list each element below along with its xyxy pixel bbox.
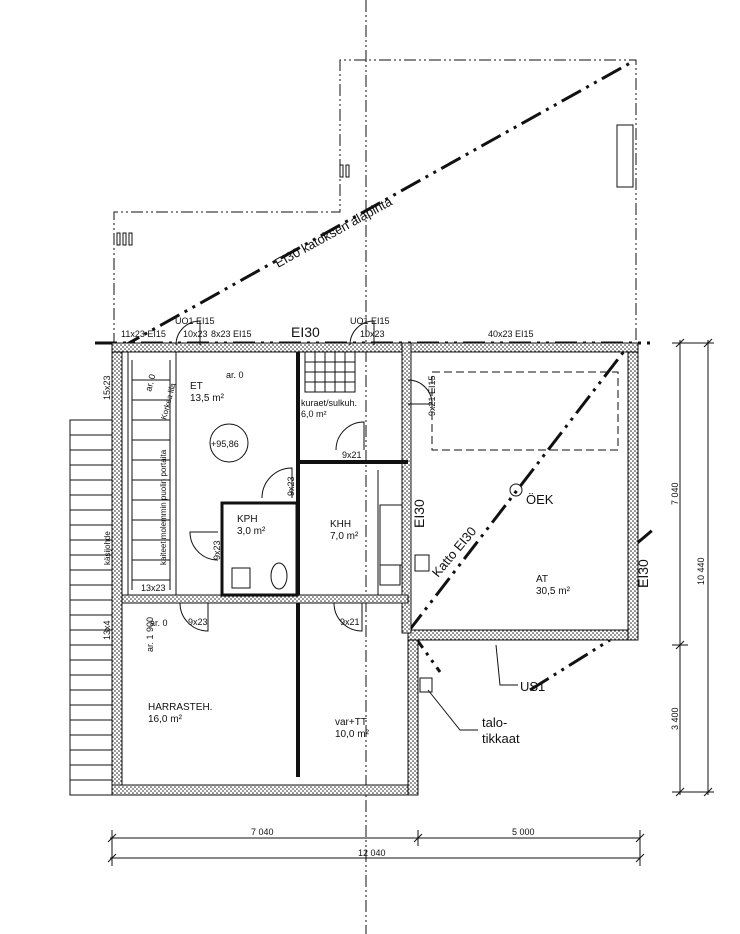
- ar0-label-a: ar. 0: [226, 370, 244, 380]
- fixtures: [209, 371, 619, 693]
- katos-label: EI30 katoksen alapinta: [272, 193, 395, 270]
- room-harr-name: HARRASTEH.: [148, 702, 212, 713]
- uo1-label-b: UO1 EI15: [350, 316, 390, 326]
- ei30-right-label: EI30: [635, 559, 651, 588]
- door-9x23-label-b: 9x23: [212, 540, 222, 560]
- window-13x23-label: 13x23: [141, 583, 166, 593]
- window-10x23-label: 10x23: [183, 329, 208, 339]
- door-9x23-label-c: 9x23: [188, 617, 208, 627]
- oek-label: ÖEK: [526, 492, 554, 507]
- room-khh-area: 7,0 m²: [330, 531, 359, 542]
- ei30-mid-label: EI30: [411, 499, 427, 528]
- door-9x21-label-b: 9x21: [340, 617, 360, 627]
- window-10x23b-label: 10x23: [360, 329, 385, 339]
- dimension-lines: [107, 338, 714, 866]
- ar1900-label: ar. 1 900: [145, 617, 155, 652]
- at-diagonal: [406, 349, 627, 633]
- carport-outline: [113, 59, 637, 345]
- room-et-name: ET: [190, 381, 203, 392]
- room-kph-name: KPH: [237, 514, 258, 525]
- roof-edge-line-2: [529, 638, 611, 692]
- uo1-label-a: UO1 EI15: [175, 316, 215, 326]
- stairs: [69, 360, 171, 796]
- room-harr-area: 16,0 m²: [148, 714, 183, 725]
- ar0-label-c: ar. 0: [150, 618, 168, 628]
- door-9x21-label-a: 9x21: [342, 450, 362, 460]
- door-9x23-label-a: 9x23: [286, 476, 296, 496]
- kasijohde-label: käsijohde: [103, 531, 112, 565]
- kaiteet-label: kaiteet molemmin puolin portaita: [159, 449, 168, 565]
- room-var-area: 10,0 m²: [335, 729, 370, 740]
- exterior-walls: [111, 342, 639, 796]
- dim-3400-v: 3 400: [670, 707, 680, 730]
- talo-label: talo-: [482, 715, 507, 730]
- dim-12040-h: 12 040: [358, 848, 386, 858]
- room-kur-name: kuraet/sulkuh.: [301, 398, 357, 408]
- window-15x23-label: 15x23: [102, 375, 112, 400]
- room-at-area: 30,5 m²: [536, 586, 571, 597]
- floor-drain-grid: [304, 351, 356, 393]
- elevation-label: +95,86: [211, 439, 239, 449]
- window-40x23-label: 40x23 EI15: [488, 329, 534, 339]
- tikkaat-label: tikkaat: [482, 731, 520, 746]
- katos-diagonal: [119, 60, 633, 350]
- room-at-name: AT: [536, 574, 548, 585]
- window-11x23-label: 11x23 EI15: [121, 329, 166, 339]
- tikkaat-leader: [427, 689, 478, 731]
- elevation-circle: [209, 423, 249, 463]
- room-var-name: var+TT: [335, 717, 367, 728]
- room-khh-name: KHH: [330, 519, 351, 530]
- window-8x23-label: 8x23 EI15: [211, 329, 252, 339]
- room-kph-area: 3,0 m²: [237, 526, 266, 537]
- dim-7040-v: 7 040: [670, 482, 680, 505]
- door-9x21-ei15-label: 9x21 EI15: [427, 375, 437, 416]
- room-et-area: 13,5 m²: [190, 393, 225, 404]
- us1-label: US1: [520, 679, 545, 694]
- us1-leader: [495, 644, 518, 686]
- dim-10440-v: 10 440: [696, 557, 706, 585]
- window-13x4-label: 13x4: [102, 620, 112, 640]
- korkea-label: Korkea lila: [159, 382, 178, 421]
- oek-circle: [509, 483, 523, 497]
- ei30-top-label: EI30: [291, 324, 320, 340]
- dim-5000-h: 5 000: [512, 827, 535, 837]
- ar0-label-b: ar. 0: [143, 373, 157, 393]
- room-kur-area: 6,0 m²: [301, 409, 327, 419]
- interior-walls: [121, 352, 409, 777]
- dim-7040-h: 7 040: [251, 827, 274, 837]
